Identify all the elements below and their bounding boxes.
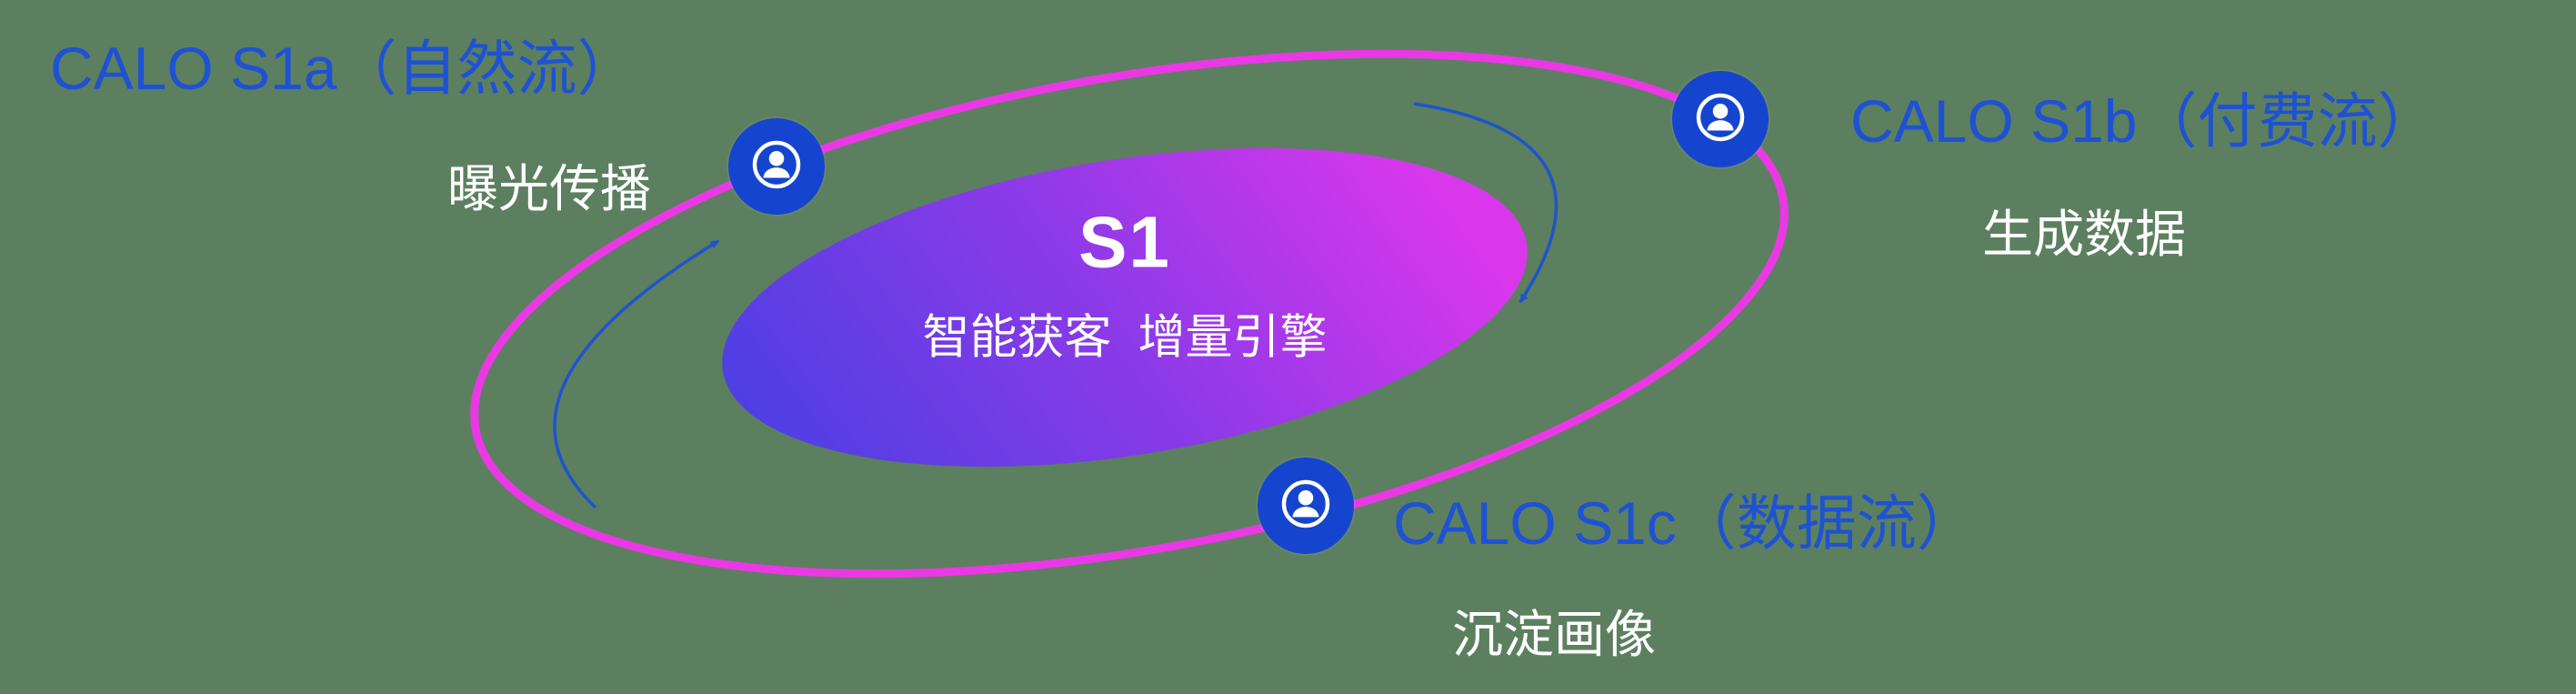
- node-s1b: [1672, 71, 1769, 167]
- sublabel-s1c: 沉淀画像: [1452, 606, 1656, 663]
- center-title: S1: [1078, 201, 1171, 283]
- center-subtitle: 智能获客 增量引擎: [922, 311, 1328, 365]
- sublabel-s1b: 生成数据: [1982, 206, 2186, 263]
- orbit-ring: [470, 49, 1789, 578]
- sublabel-s1a: 曝光传播: [447, 160, 651, 217]
- user-circle-icon: [1278, 476, 1334, 537]
- user-circle-icon: [748, 136, 805, 197]
- flow-arrow-right: [1413, 102, 1559, 304]
- flow-arrow-left: [553, 239, 720, 509]
- label-s1a: CALO S1a（自然流）: [50, 35, 637, 102]
- user-circle-icon: [1692, 89, 1749, 150]
- label-s1b: CALO S1b（付费流）: [1850, 87, 2438, 155]
- node-s1a: [728, 118, 825, 215]
- center-text-block: S1 智能获客 增量引擎: [923, 201, 1328, 367]
- node-s1c: [1258, 458, 1354, 554]
- label-s1c: CALO S1c（数据流）: [1393, 489, 1977, 557]
